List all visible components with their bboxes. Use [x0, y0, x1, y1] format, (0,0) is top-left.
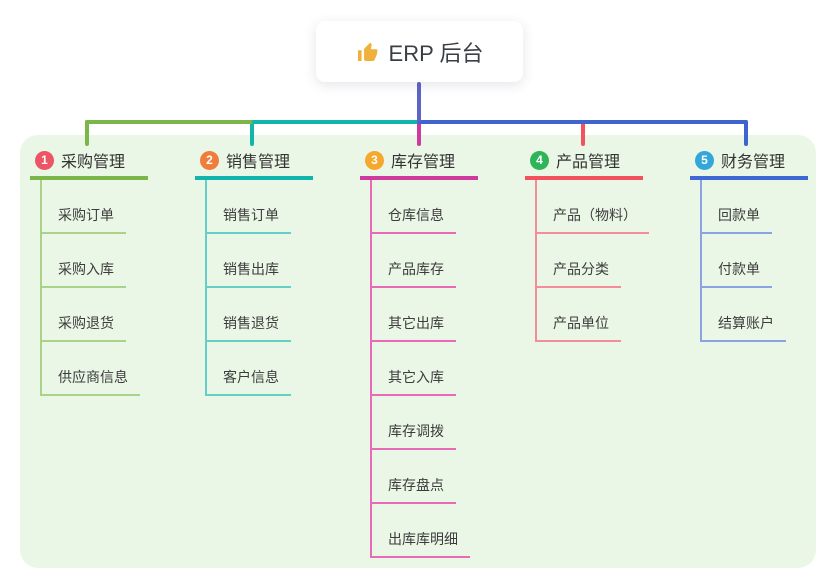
child-node[interactable]: 产品库存	[370, 234, 478, 288]
branch-label: 库存管理	[391, 154, 456, 171]
connector-root-trunk	[417, 82, 421, 123]
root-node-label: ERP 后台	[388, 40, 484, 66]
branch-label: 产品管理	[556, 154, 621, 171]
branch-number-badge: 1	[35, 150, 54, 170]
branch-purchase: 1 采购管理 采购订单 采购入库 采购退货 供应商信息	[30, 148, 148, 396]
child-node[interactable]: 出库库明细	[370, 504, 478, 558]
branch-node[interactable]: 2 销售管理	[195, 148, 313, 180]
branch-node[interactable]: 1 采购管理	[30, 148, 148, 180]
branch-number-badge: 2	[200, 150, 219, 170]
connector-left-segment	[85, 120, 254, 124]
child-node[interactable]: 采购入库	[40, 234, 148, 288]
branch-sales: 2 销售管理 销售订单 销售出库 销售退货 客户信息	[195, 148, 313, 396]
branch-children: 产品（物料） 产品分类 产品单位	[535, 180, 649, 342]
branch-node[interactable]: 3 库存管理	[360, 148, 478, 180]
child-node[interactable]: 销售出库	[205, 234, 313, 288]
connector-drop-branch-4	[581, 121, 585, 146]
child-node[interactable]: 库存盘点	[370, 450, 478, 504]
connector-drop-branch-5	[744, 120, 748, 146]
connector-drop-branch-1	[85, 120, 89, 146]
branch-number-badge: 5	[695, 150, 714, 170]
branch-children: 仓库信息 产品库存 其它出库 其它入库 库存调拨 库存盘点 出库库明细	[370, 180, 478, 558]
branch-children: 回款单 付款单 结算账户	[700, 180, 808, 342]
branch-label: 采购管理	[61, 154, 126, 171]
child-node[interactable]: 回款单	[700, 180, 808, 234]
child-node[interactable]: 其它出库	[370, 288, 478, 342]
child-node[interactable]: 销售退货	[205, 288, 313, 342]
thumbs-up-icon	[356, 40, 380, 64]
mindmap-panel	[20, 135, 816, 568]
child-node[interactable]: 采购订单	[40, 180, 148, 234]
child-node[interactable]: 客户信息	[205, 342, 313, 396]
child-node[interactable]: 库存调拨	[370, 396, 478, 450]
branch-product: 4 产品管理 产品（物料） 产品分类 产品单位	[525, 148, 649, 342]
branch-label: 财务管理	[721, 154, 786, 171]
child-node[interactable]: 采购退货	[40, 288, 148, 342]
child-node[interactable]: 产品分类	[535, 234, 643, 288]
branch-number-badge: 4	[530, 150, 549, 170]
child-node[interactable]: 其它入库	[370, 342, 478, 396]
connector-drop-branch-2	[250, 120, 254, 146]
child-node[interactable]: 供应商信息	[40, 342, 148, 396]
child-node[interactable]: 结算账户	[700, 288, 808, 342]
connector-middle-segment	[252, 120, 419, 124]
child-node[interactable]: 销售订单	[205, 180, 313, 234]
branch-node[interactable]: 5 财务管理	[690, 148, 808, 180]
root-node[interactable]: ERP 后台	[316, 21, 523, 82]
child-node[interactable]: 仓库信息	[370, 180, 478, 234]
branch-number-badge: 3	[365, 150, 384, 170]
branch-label: 销售管理	[226, 154, 291, 171]
child-node[interactable]: 产品（物料）	[535, 180, 649, 234]
connector-drop-branch-3	[417, 121, 421, 146]
branch-node[interactable]: 4 产品管理	[525, 148, 643, 180]
branch-children: 销售订单 销售出库 销售退货 客户信息	[205, 180, 313, 396]
branch-children: 采购订单 采购入库 采购退货 供应商信息	[40, 180, 148, 396]
connector-right-segment	[417, 120, 748, 124]
child-node[interactable]: 付款单	[700, 234, 808, 288]
branch-inventory: 3 库存管理 仓库信息 产品库存 其它出库 其它入库 库存调拨 库存盘点 出库库…	[360, 148, 478, 558]
branch-finance: 5 财务管理 回款单 付款单 结算账户	[690, 148, 808, 342]
child-node[interactable]: 产品单位	[535, 288, 643, 342]
